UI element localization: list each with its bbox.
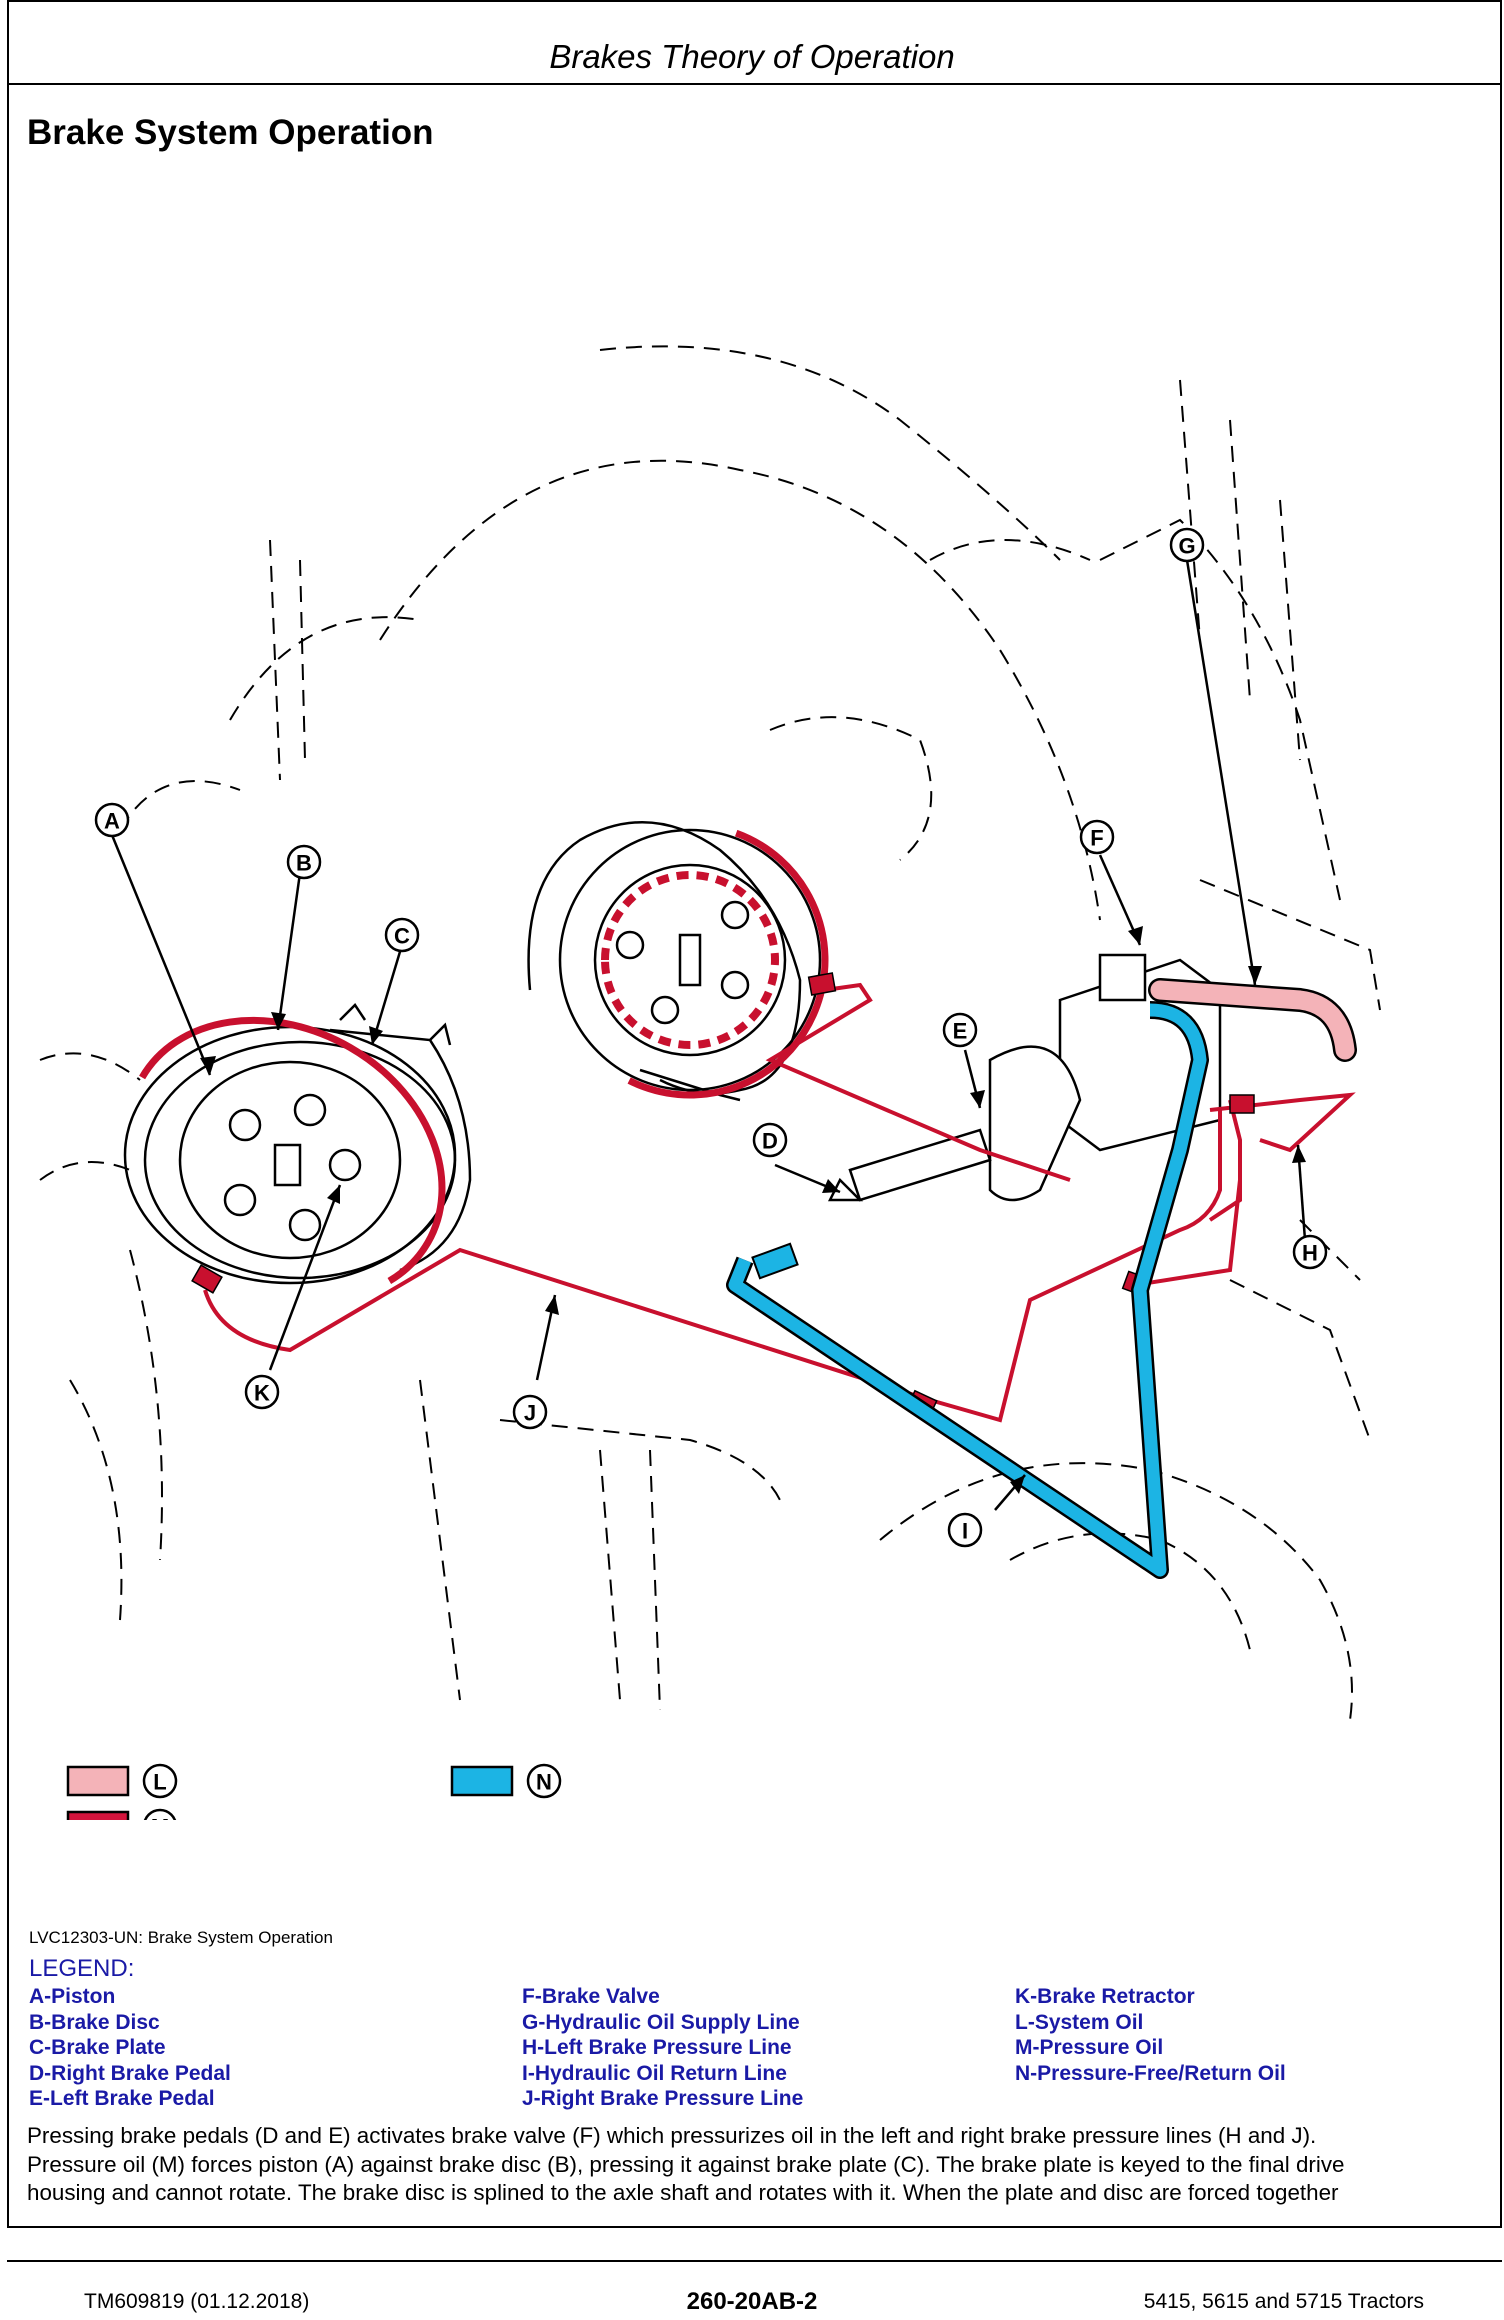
callout-e-label: E bbox=[953, 1019, 968, 1044]
legend-column-1: A-Piston B-Brake Disc C-Brake Plate D-Ri… bbox=[29, 1984, 231, 2112]
legend-item: E-Left Brake Pedal bbox=[29, 2087, 215, 2111]
key-label-m: M bbox=[151, 1815, 169, 1821]
figure-reference: LVC12303-UN: Brake System Operation bbox=[29, 1928, 333, 1947]
legend-item: H-Left Brake Pressure Line bbox=[522, 2036, 792, 2060]
callout-i bbox=[947, 1512, 983, 1548]
callout-b bbox=[286, 844, 322, 880]
brake-system-diagram: A B C D E F G H I J K L M N bbox=[39, 345, 1381, 1821]
callout-i-label: I bbox=[962, 1519, 968, 1544]
legend-item: N-Pressure-Free/Return Oil bbox=[1015, 2061, 1286, 2085]
legend-item: C-Brake Plate bbox=[29, 2036, 166, 2060]
legend-item: D-Right Brake Pedal bbox=[29, 2061, 231, 2085]
callout-g-label: G bbox=[1178, 534, 1195, 559]
key-swatch-n bbox=[450, 1765, 514, 1797]
callout-h bbox=[1292, 1234, 1328, 1270]
return-fitting bbox=[751, 1242, 799, 1280]
legend-item: I-Hydraulic Oil Return Line bbox=[522, 2061, 787, 2085]
leader-arrowheads bbox=[200, 926, 1306, 1494]
key-swatch-l bbox=[66, 1765, 130, 1797]
body-line: Pressure oil (M) forces piston (A) again… bbox=[27, 2151, 1345, 2177]
key-label-n: N bbox=[536, 1770, 552, 1795]
pressure-lines bbox=[203, 982, 1356, 1423]
hydraulic-oil-return-line bbox=[728, 1003, 1207, 1577]
footer-page-number: 260-20AB-2 bbox=[686, 2288, 818, 2315]
callout-c-label: C bbox=[394, 924, 410, 949]
legend-item: M-Pressure Oil bbox=[1015, 2036, 1164, 2060]
key-circle-n bbox=[526, 1763, 562, 1799]
callout-k bbox=[244, 1374, 280, 1410]
legend-item: A-Piston bbox=[29, 1985, 116, 2008]
left-brake-assembly bbox=[123, 1003, 472, 1285]
legend-column-3: K-Brake Retractor L-System Oil M-Pressur… bbox=[1015, 1984, 1286, 2086]
left-brake-pressure-ring bbox=[124, 1016, 446, 1304]
right-brake-pressure-ring bbox=[551, 821, 829, 1099]
callout-h-label: H bbox=[1302, 1241, 1318, 1266]
legend-item: L-System Oil bbox=[1015, 2010, 1144, 2034]
callout-d bbox=[752, 1122, 788, 1158]
legend-item: K-Brake Retractor bbox=[1015, 1985, 1195, 2008]
callout-j bbox=[512, 1394, 548, 1430]
callout-a-label: A bbox=[104, 809, 120, 834]
footer-rule bbox=[7, 2260, 1502, 2262]
callout-a bbox=[94, 802, 130, 838]
right-brake-assembly bbox=[527, 820, 822, 1102]
legend-column-2: F-Brake Valve G-Hydraulic Oil Supply Lin… bbox=[522, 1984, 803, 2112]
body-line: housing and cannot rotate. The brake dis… bbox=[27, 2180, 1339, 2205]
section-title: Brake System Operation bbox=[27, 113, 434, 152]
legend-item: J-Right Brake Pressure Line bbox=[522, 2087, 804, 2111]
callout-g bbox=[1169, 527, 1205, 563]
right-piston-dashed bbox=[601, 871, 779, 1049]
content-box bbox=[7, 83, 1502, 2228]
brake-valve-body bbox=[827, 953, 1222, 1202]
body-line: Pressing brake pedals (D and E) activate… bbox=[27, 2123, 1317, 2148]
key-circle-m bbox=[143, 1808, 177, 1820]
callout-f bbox=[1079, 819, 1115, 855]
system-oil-supply-line bbox=[1150, 980, 1355, 1060]
key-circle-l bbox=[142, 1763, 178, 1799]
legend-title: LEGEND: bbox=[29, 1955, 135, 1982]
legend-item: F-Brake Valve bbox=[522, 1985, 660, 2008]
legend-item: B-Brake Disc bbox=[29, 2010, 160, 2034]
callout-k-label: K bbox=[254, 1381, 270, 1406]
callout-e bbox=[942, 1012, 978, 1048]
callout-j-label: J bbox=[524, 1401, 536, 1426]
body-paragraph: Pressing brake pedals (D and E) activate… bbox=[27, 2122, 1487, 2208]
callout-d-label: D bbox=[762, 1129, 778, 1154]
key-label-l: L bbox=[153, 1770, 166, 1795]
callout-c bbox=[384, 917, 420, 953]
page-header-title: Brakes Theory of Operation bbox=[549, 38, 955, 75]
footer-model-list: 5415, 5615 and 5715 Tractors bbox=[1143, 2290, 1424, 2313]
footer-document-id: TM609819 (01.12.2018) bbox=[84, 2290, 310, 2313]
key-swatch-m bbox=[66, 1810, 130, 1820]
legend-item: G-Hydraulic Oil Supply Line bbox=[522, 2010, 800, 2034]
callout-b-label: B bbox=[296, 851, 312, 876]
color-key bbox=[66, 1763, 562, 1820]
callout-f-label: F bbox=[1090, 826, 1103, 851]
